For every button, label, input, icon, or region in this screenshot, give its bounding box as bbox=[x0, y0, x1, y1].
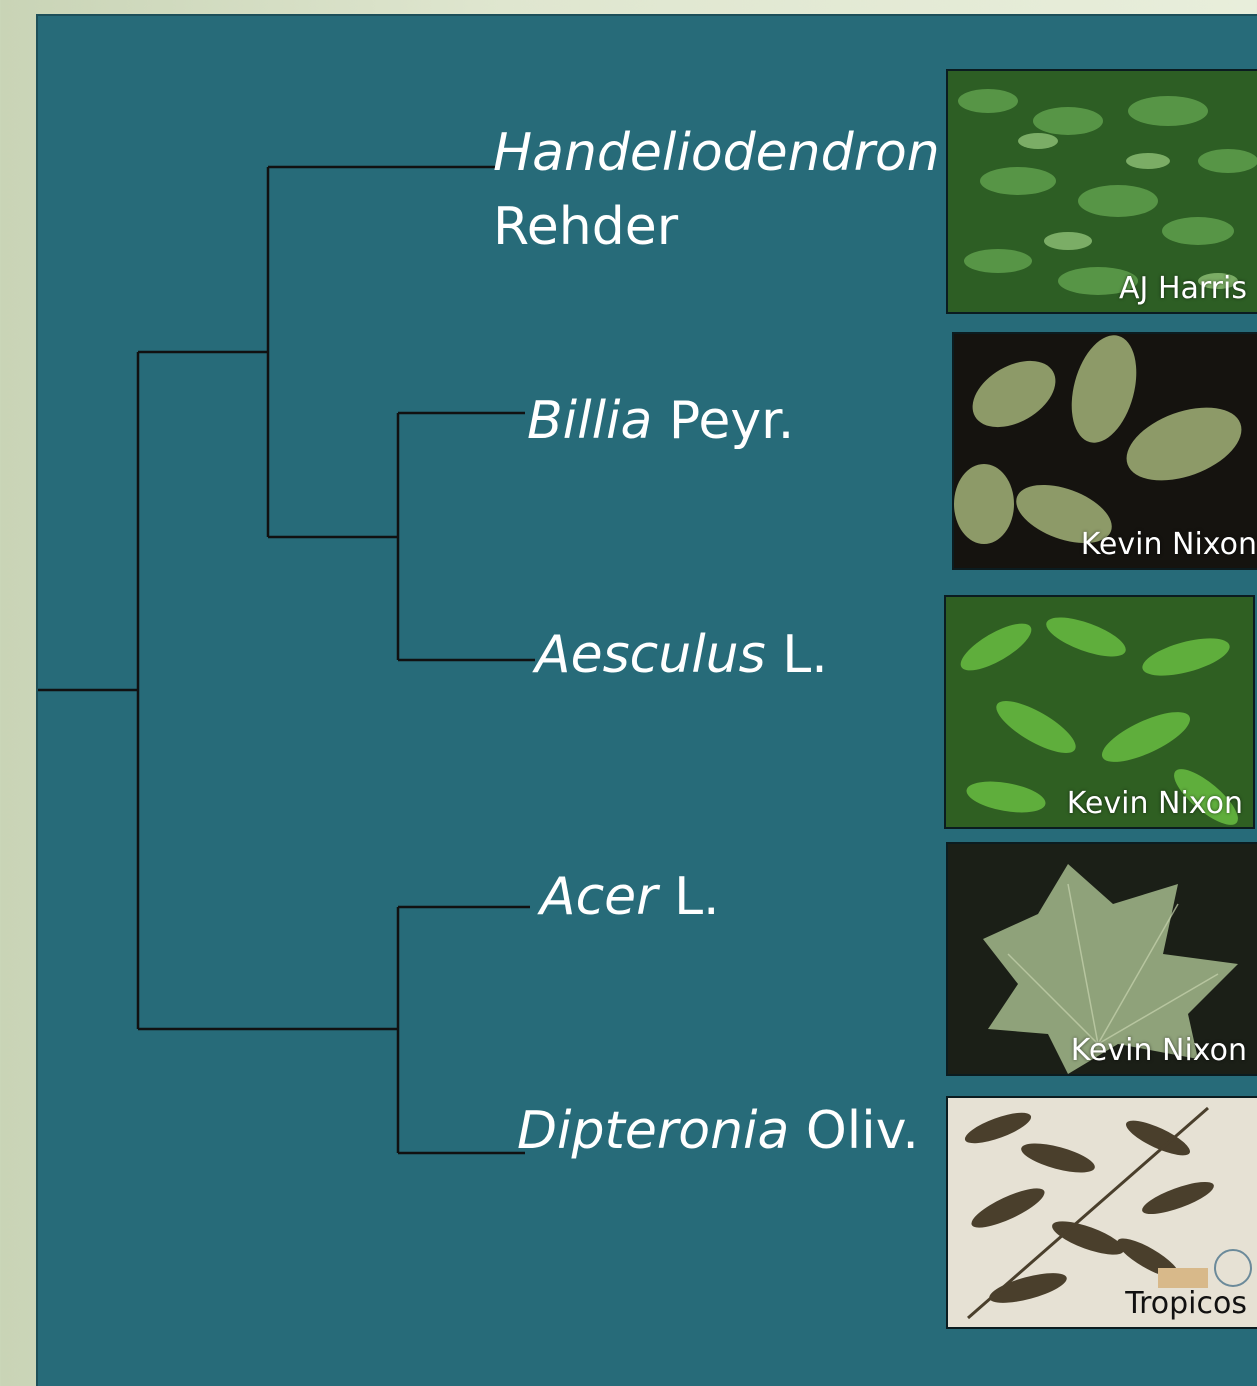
photo-credit: Tropicos bbox=[1125, 1286, 1247, 1321]
author-name: L. bbox=[674, 867, 720, 927]
taxon-dipteronia: Dipteronia Oliv. bbox=[517, 1094, 919, 1168]
taxon-billia: Billia Peyr. bbox=[527, 384, 794, 458]
herbarium-specimen-photo: Tropicos bbox=[946, 1096, 1257, 1329]
photo-credit: Kevin Nixon bbox=[1081, 527, 1257, 562]
genus-name: Handeliodendron bbox=[493, 123, 940, 183]
author-name: Oliv. bbox=[806, 1101, 919, 1161]
photo-credit: Kevin Nixon bbox=[1067, 786, 1243, 821]
photo-credit: Kevin Nixon bbox=[1071, 1033, 1247, 1068]
genus-name: Dipteronia bbox=[517, 1101, 789, 1161]
genus-name: Acer bbox=[540, 867, 658, 927]
taxon-acer: Acer L. bbox=[540, 860, 720, 934]
author-name: Rehder bbox=[493, 197, 678, 257]
trifoliate-leaf-photo: Kevin Nixon bbox=[952, 332, 1257, 570]
author-name: L. bbox=[782, 625, 828, 685]
maple-leaf-photo: Kevin Nixon bbox=[946, 842, 1257, 1076]
genus-name: Billia bbox=[527, 391, 652, 451]
genus-name: Aesculus bbox=[535, 625, 766, 685]
taxon-aesculus: Aesculus L. bbox=[535, 618, 828, 692]
taxon-handeliodendron: Handeliodendron Rehder bbox=[493, 116, 940, 264]
palmate-leaf-photo: Kevin Nixon bbox=[944, 595, 1255, 829]
author-name: Peyr. bbox=[669, 391, 794, 451]
photo-credit: AJ Harris bbox=[1119, 271, 1247, 306]
tree-foliage-photo: AJ Harris bbox=[946, 69, 1257, 314]
